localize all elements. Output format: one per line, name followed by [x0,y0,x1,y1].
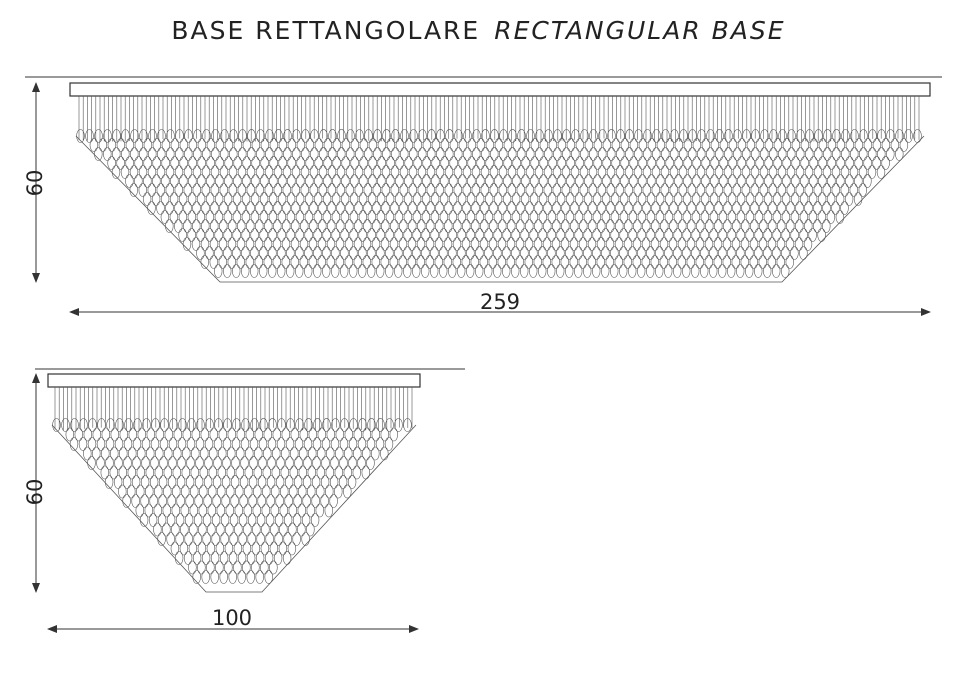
side-crystal-rods [54,387,413,431]
side-crystal-rings [51,418,417,593]
drawing-title: BASE RETTANGOLARE RECTANGULAR BASE [0,16,957,45]
front-height-label: 60 [23,170,47,197]
front-width-label: 259 [480,290,520,314]
side-canopy [47,373,421,388]
side-height-label: 60 [23,479,47,506]
side-view: 60 100 [23,368,465,633]
title-english: RECTANGULAR BASE [494,16,786,45]
front-canopy [69,82,931,97]
front-view: 60 259 [23,76,942,316]
front-crystal-rings [75,129,925,283]
title-italian: BASE RETTANGOLARE [171,16,481,45]
side-width-label: 100 [212,606,252,630]
front-crystal-rods [78,96,920,142]
